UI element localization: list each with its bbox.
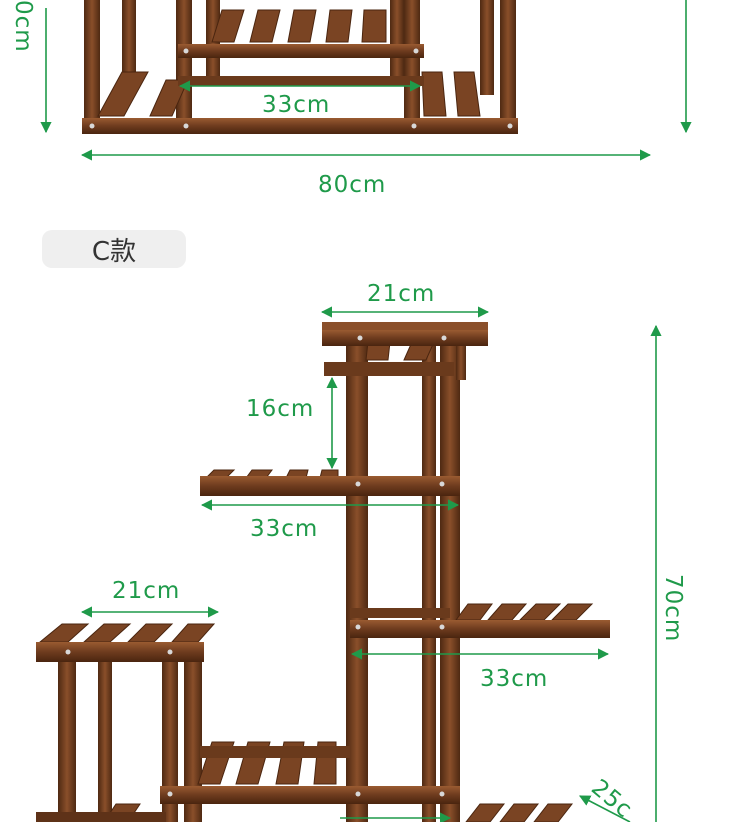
depth-label: 25c <box>586 775 637 822</box>
variant-badge: C款 <box>42 230 186 268</box>
top-inner-width-label: 33cm <box>262 92 330 118</box>
middle-shelf-width-label: 33cm <box>250 516 318 542</box>
variant-c-rack-illustration <box>36 322 610 822</box>
top-shelf-width-label: 21cm <box>367 281 435 307</box>
depth-arrow <box>579 795 631 822</box>
total-height-label: 70cm <box>660 574 686 642</box>
top-gap-label: 16cm <box>246 396 314 422</box>
right-shelf-width-label: 33cm <box>480 666 548 692</box>
left-shelf-width-label: 21cm <box>112 578 180 604</box>
top-total-width-label: 80cm <box>318 172 386 198</box>
top-height-label: 0cm <box>10 0 36 53</box>
